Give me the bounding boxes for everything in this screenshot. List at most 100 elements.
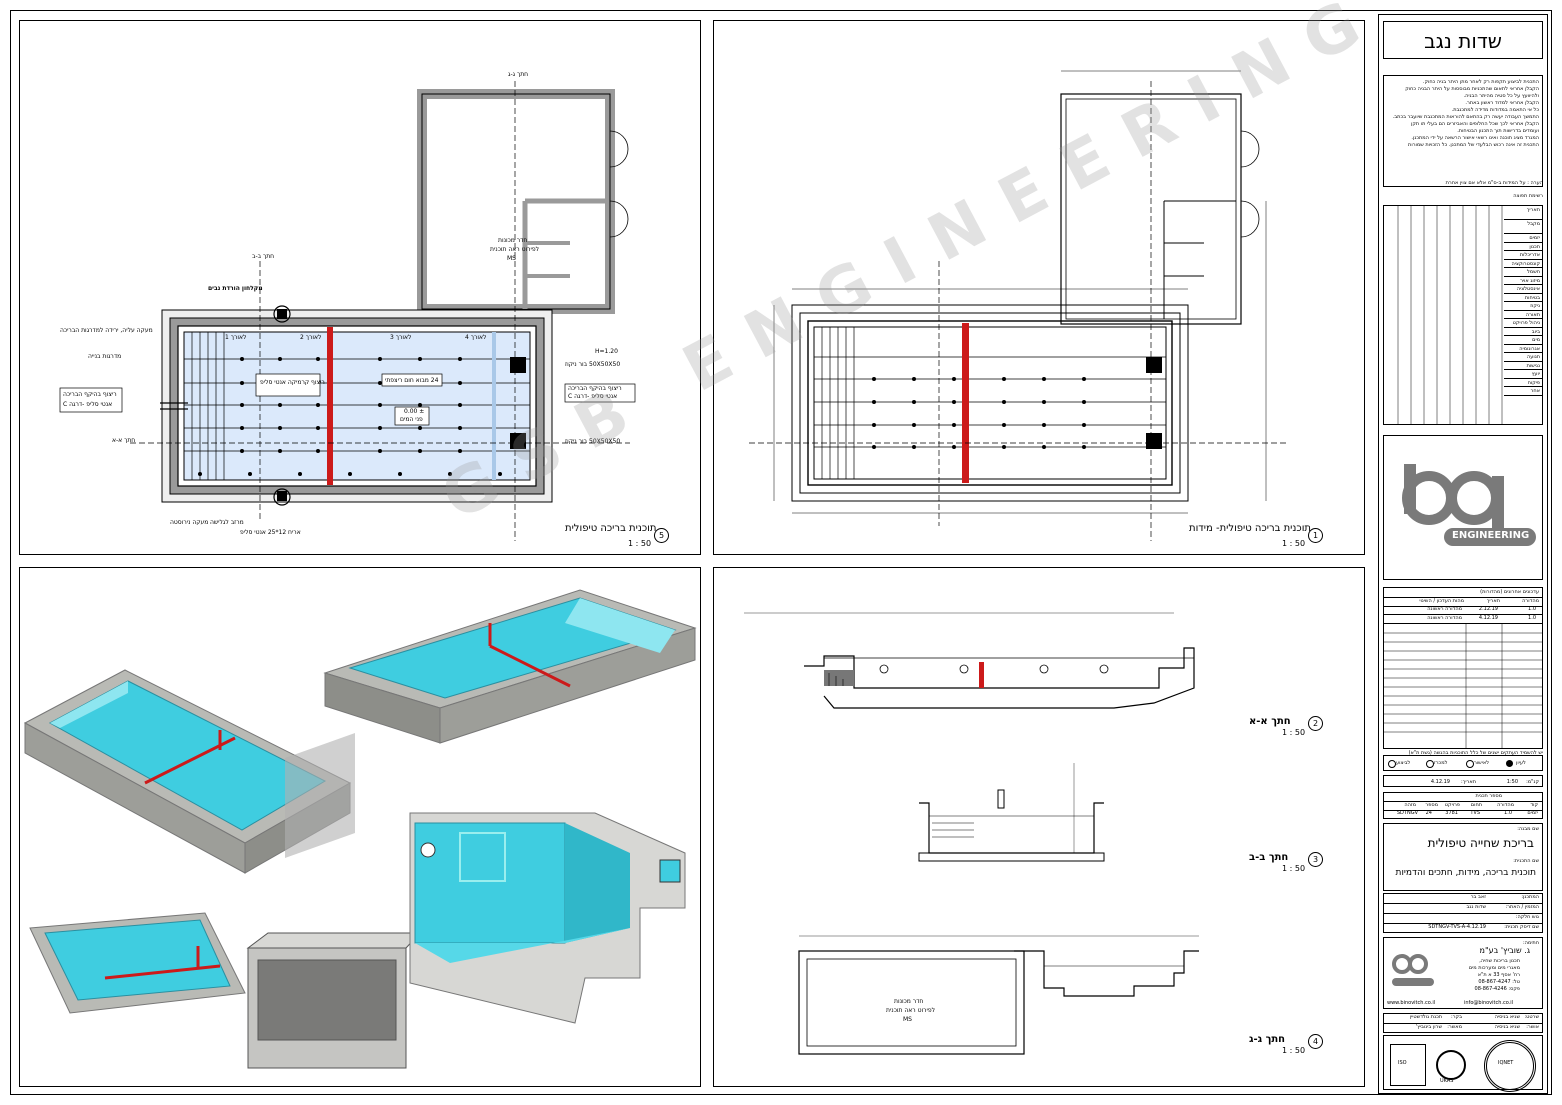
plan5-section-b: חתך ב-ב: [252, 253, 275, 260]
firm-box: חתימה: ג. שוביץ' בע"מ תכנון בריכות שחיה,…: [1383, 937, 1543, 1009]
grid-row: תכנון: [1504, 243, 1542, 251]
plan5-room-code: MS: [507, 255, 516, 262]
note-line: התכנית זה אינה רכוש הבלעדי של המתכנן. כל…: [1408, 142, 1539, 148]
code-label: מספר תכנית: [1475, 793, 1502, 799]
cert-iso-icon: [1390, 1044, 1426, 1086]
firm-address: תכנון בריכות שחיה, מאגרי מים ומערכות מים…: [1469, 958, 1520, 993]
sections-drawing: [744, 612, 1199, 1055]
note-line: כל אי התאמה במדודות מדידה למתכנבת.: [1451, 107, 1539, 113]
status-option-approval: לאישור: [1474, 760, 1490, 766]
grid-header: תאריך: [1504, 206, 1542, 220]
firm-line: רח' אסף 33 א ת"א: [1477, 972, 1520, 978]
grid-row: תנועה: [1504, 353, 1542, 362]
revisions-header: מהדורה תאריך מהות העדכון / השינוי: [1384, 597, 1542, 607]
revision-desc: מהדורה ראשונה: [1427, 615, 1462, 621]
cert-iqnet-icon: [1484, 1040, 1536, 1092]
distribution-grid: תאריך מקבל יזמים תכנון אדריכלות קונסטרוק…: [1383, 205, 1543, 425]
revisions-col-desc: מהות העדכון / השינוי: [1419, 598, 1464, 604]
note-line: הקבלן אחראי לתאום שהתכניות מבוססות על הי…: [1405, 86, 1539, 92]
viewport-1-number: 1: [1308, 528, 1323, 543]
note-footer: הערה : על המידות ב-ס"מ אלא אם צוין אחרת: [1445, 180, 1543, 186]
status-radio: [1388, 760, 1396, 768]
date-label: תאריך:: [1461, 779, 1476, 785]
viewport-4-title: חתך ג-ג: [1249, 1034, 1286, 1045]
note-line: ולהיוועץ על כל סטיה מהיתר הבניה.: [1463, 93, 1539, 99]
revisions-col-rev: מהדורה: [1522, 598, 1539, 604]
firm-email[interactable]: info@binovitch.co.il: [1464, 1000, 1514, 1006]
project-fields: המתכנן: זאב בר המזמין / האתר: שדות נגב ג…: [1383, 893, 1543, 933]
plan5-drain-a: 50X50X50 בור ניקוז: [565, 361, 621, 368]
grid-row: תאורה: [1504, 311, 1542, 319]
field-label: גוש חלקה:: [1515, 914, 1539, 920]
field-row: המזמין / האתר: שדות נגב: [1384, 904, 1542, 914]
field-value: זאב בר: [1470, 894, 1486, 900]
firm-line: פקס: 08-867-4246: [1474, 986, 1520, 992]
viewport-3-title: חתך ב-ב: [1249, 852, 1289, 863]
firm-website[interactable]: www.binovitch.co.il: [1387, 1000, 1436, 1006]
plan5-tiles: אריח 12*25 אנטי סליפ: [240, 529, 301, 536]
drafter-row: שרטט: שגיא בניסיה בקר: תכנת גולדשטיין: [1384, 1014, 1542, 1024]
note-line: הקבלן אחראי למדוד ראשון באתר.: [1465, 100, 1539, 106]
status-option-execution: לביצוע: [1396, 760, 1411, 766]
note-line: המגרד מציג תוכנה ואינו רשאי אישור הרשאה …: [1411, 135, 1539, 141]
plan5-edge-right-b: אנטי סליפ -דרגה C: [568, 393, 618, 400]
checker-value: תכנת גולדשטיין: [1409, 1014, 1442, 1020]
file-label: שם דיסק תכנית:: [1504, 924, 1539, 930]
plan5-shower-label: מקלחון הורדת נבים: [208, 285, 263, 292]
viewport-4-number: 4: [1308, 1034, 1323, 1049]
plan5-lane-2: לאורך 2: [300, 334, 322, 341]
scale-value: 1:50: [1506, 779, 1518, 785]
code-values: יזמים 1.0 TVS 3781 24 SDTNGV: [1384, 810, 1542, 818]
code-header: פרויקט: [1444, 802, 1460, 808]
logo-text: ENGINEERING: [1452, 530, 1530, 541]
cert-iso-label: ISO: [1398, 1060, 1407, 1066]
checker-label: בקר:: [1451, 1014, 1462, 1020]
plan5-drain-b: 50X50X50 בור ניקוז: [565, 438, 621, 445]
plan-5-drawing: [59, 81, 636, 541]
status-option-tender: למכרז: [1434, 760, 1448, 766]
code-header: מספר: [1425, 802, 1438, 808]
grid-row: אינסטלציה: [1504, 285, 1542, 294]
viewport-sections: חדר מכונות לפירוט ראה תוכנית MS חתך א-א …: [713, 567, 1365, 1087]
distribution-grid-lines: [1397, 206, 1503, 424]
cert-ukas-icon: [1436, 1050, 1466, 1080]
viewport-4-scale: 1 : 50: [1282, 1046, 1306, 1055]
revision-date: 4.12.19: [1478, 615, 1498, 621]
plan5-section-a: חתך א-א: [112, 437, 136, 444]
renders-3d: [23, 589, 697, 1069]
firm-label: חתימה:: [1522, 940, 1539, 946]
title-block: שדות נגב התכנית לביצוע תקפות רק לאחר מתן…: [1378, 14, 1548, 1094]
status-radio-selected: [1506, 760, 1513, 767]
grid-row: אחר: [1504, 387, 1542, 396]
revision-rev: 1.0: [1528, 615, 1536, 621]
firm-name: ג. שוביץ' בע"מ: [1479, 946, 1530, 955]
viewport-2-title: חתך א-א: [1249, 716, 1291, 727]
project-title-box: שם מבנה: בריכת שחייה טיפולית שם התכנית: …: [1383, 823, 1543, 891]
status-option-review: לעיון: [1516, 760, 1526, 766]
revisions-col-date: תאריך: [1486, 598, 1500, 604]
revision-row: 1.0 2.12.19 מהדורה ראשונה: [1384, 606, 1542, 615]
revision-desc: מהדורה ראשונה: [1427, 606, 1462, 612]
section4-room-sub: לפירוט ראה תוכנית: [886, 1007, 935, 1014]
drawing-sheet: [10, 10, 1552, 1095]
grid-row: מים: [1504, 336, 1542, 345]
plan5-wall-note: מעקה עליה, ירידה למדרגות הבריכה: [60, 327, 153, 334]
plan5-edge-right: ריצוף בהיקף הבריכה: [568, 385, 622, 392]
viewport-1-scale: 1 : 50: [1282, 539, 1306, 548]
drafter-table: שרטט: שגיא בניסיה בקר: תכנת גולדשטיין או…: [1383, 1013, 1543, 1033]
field-label: המתכנן:: [1521, 894, 1539, 900]
plan5-edge-left: ריצוף בהיקף הבריכה: [63, 391, 117, 398]
note-line: ועומדים בדרישות תוך התכנון הבטיחות.: [1457, 128, 1539, 134]
plan5-room-sub: לפירוט ראה תוכנית: [490, 246, 539, 253]
code-value: 3781: [1445, 810, 1458, 816]
distribution-labels: תאריך מקבל יזמים תכנון אדריכלות קונסטרוק…: [1504, 206, 1542, 396]
drafter-row: אושר: שגיא בניסיה מאשר: שרון בינוביץ': [1384, 1024, 1542, 1033]
grid-header: מקבל: [1504, 220, 1542, 234]
grid-row: חשמל: [1504, 268, 1542, 277]
grid-row: ביוב: [1504, 328, 1542, 336]
note-line: התמשך העבודה יעשה רק בהתאם להוראות המתכנ…: [1392, 114, 1539, 120]
grid-row: בטיחות: [1504, 294, 1542, 302]
plan5-section-c: חתך ג-ג: [508, 71, 529, 78]
revision-date: 2.12.19: [1478, 606, 1498, 612]
viewport-plan-5: חדר מכונות לפירוט ראה תוכנית MS מקלחון ה…: [19, 20, 701, 555]
